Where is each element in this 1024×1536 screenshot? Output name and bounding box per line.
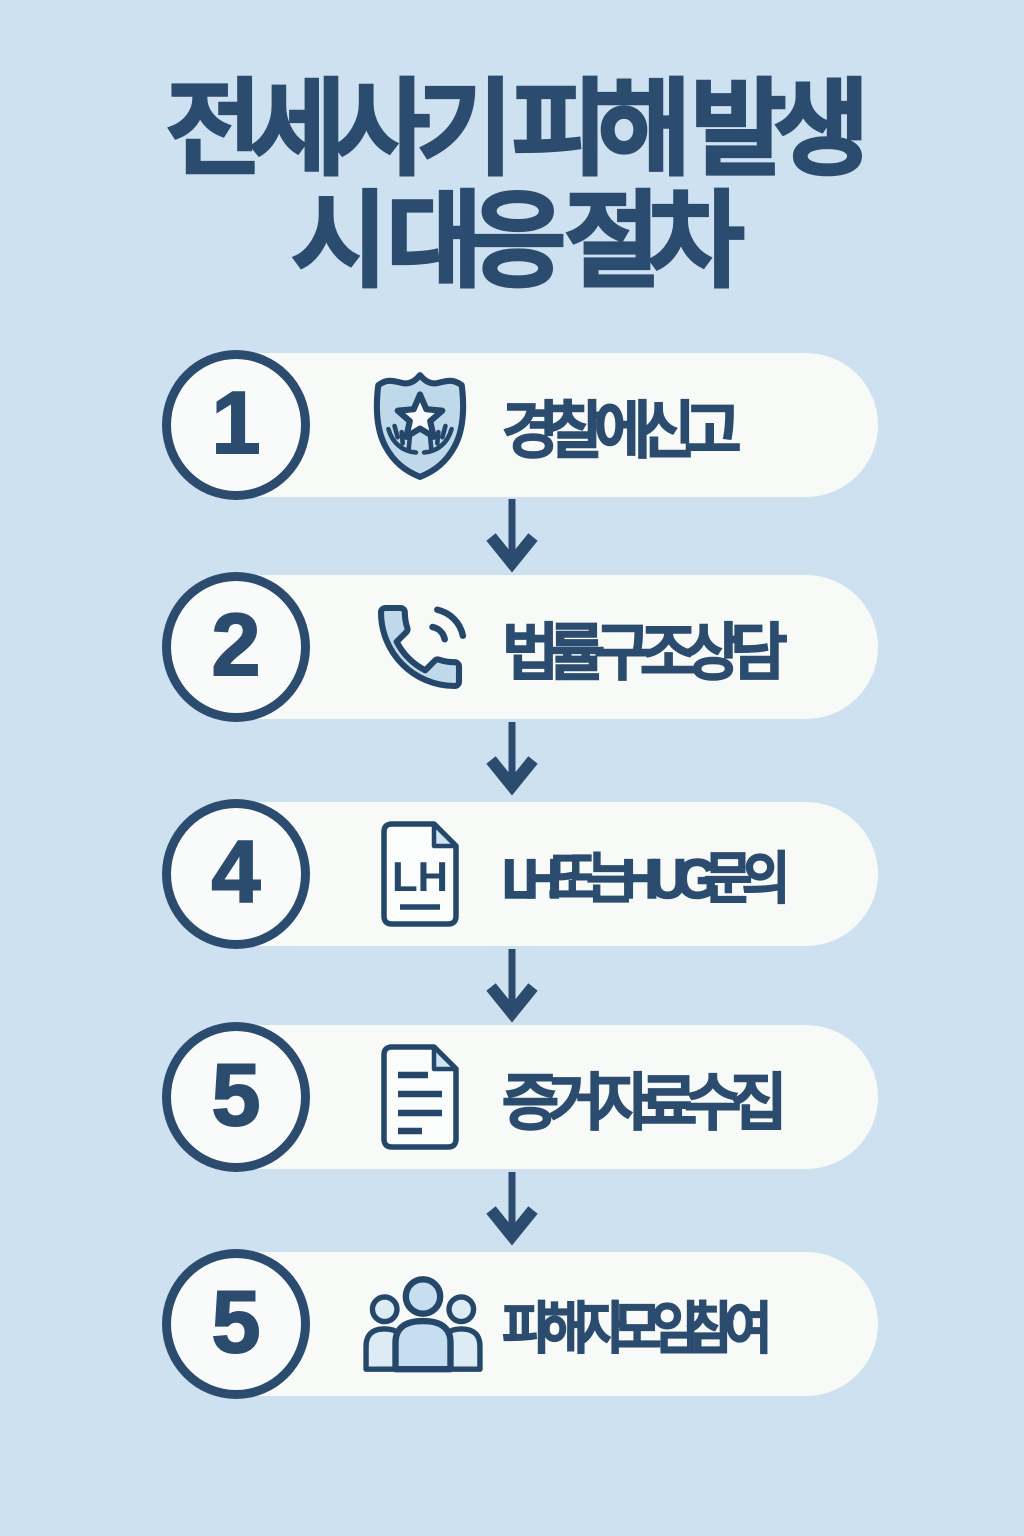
police-badge-icon bbox=[366, 350, 474, 500]
step-label: 경찰에 신고 bbox=[501, 396, 742, 467]
arrow-down-icon bbox=[486, 499, 538, 573]
page-title: 전세사기 피해 발생 시 대응 절차 bbox=[0, 72, 1024, 300]
people-group-icon bbox=[356, 1249, 490, 1399]
step-row-1: 1 경찰에 신고 bbox=[162, 350, 878, 500]
page-title-line1: 전세사기 피해 발생 bbox=[165, 72, 871, 188]
step-label: 법률구조 상담 bbox=[501, 618, 788, 689]
step-number: 2 bbox=[211, 594, 262, 695]
step-number: 4 bbox=[211, 821, 262, 922]
step-number-badge: 4 bbox=[162, 799, 310, 949]
step-number: 5 bbox=[211, 1271, 262, 1372]
arrow-down-icon bbox=[486, 722, 538, 796]
document-lh-icon: LH bbox=[366, 799, 474, 949]
step-label: 피해자 모임 참여 bbox=[501, 1296, 773, 1361]
document-lines-icon bbox=[366, 1022, 474, 1172]
step-row-3: 4 LH LH 또는 HUG 문의 bbox=[162, 799, 878, 949]
arrow-down-icon bbox=[486, 949, 538, 1023]
step-number-badge: 2 bbox=[162, 572, 310, 722]
step-row-4: 5 증거자료 수집 bbox=[162, 1022, 878, 1172]
step-row-5: 5 피해자 모임 참여 bbox=[162, 1249, 878, 1399]
step-number-badge: 5 bbox=[162, 1022, 310, 1172]
phone-call-icon bbox=[366, 572, 474, 722]
step-number-badge: 1 bbox=[162, 350, 310, 500]
arrow-down-icon bbox=[486, 1172, 538, 1246]
step-label: LH 또는 HUG 문의 bbox=[501, 846, 791, 911]
step-number: 1 bbox=[211, 372, 262, 473]
step-number-badge: 5 bbox=[162, 1249, 310, 1399]
document-lh-text: LH bbox=[392, 853, 448, 900]
step-number: 5 bbox=[211, 1044, 262, 1145]
step-row-2: 2 법률구조 상담 bbox=[162, 572, 878, 722]
page-title-line2: 시 대응 절차 bbox=[290, 184, 745, 300]
step-label: 증거자료 수집 bbox=[501, 1068, 788, 1139]
